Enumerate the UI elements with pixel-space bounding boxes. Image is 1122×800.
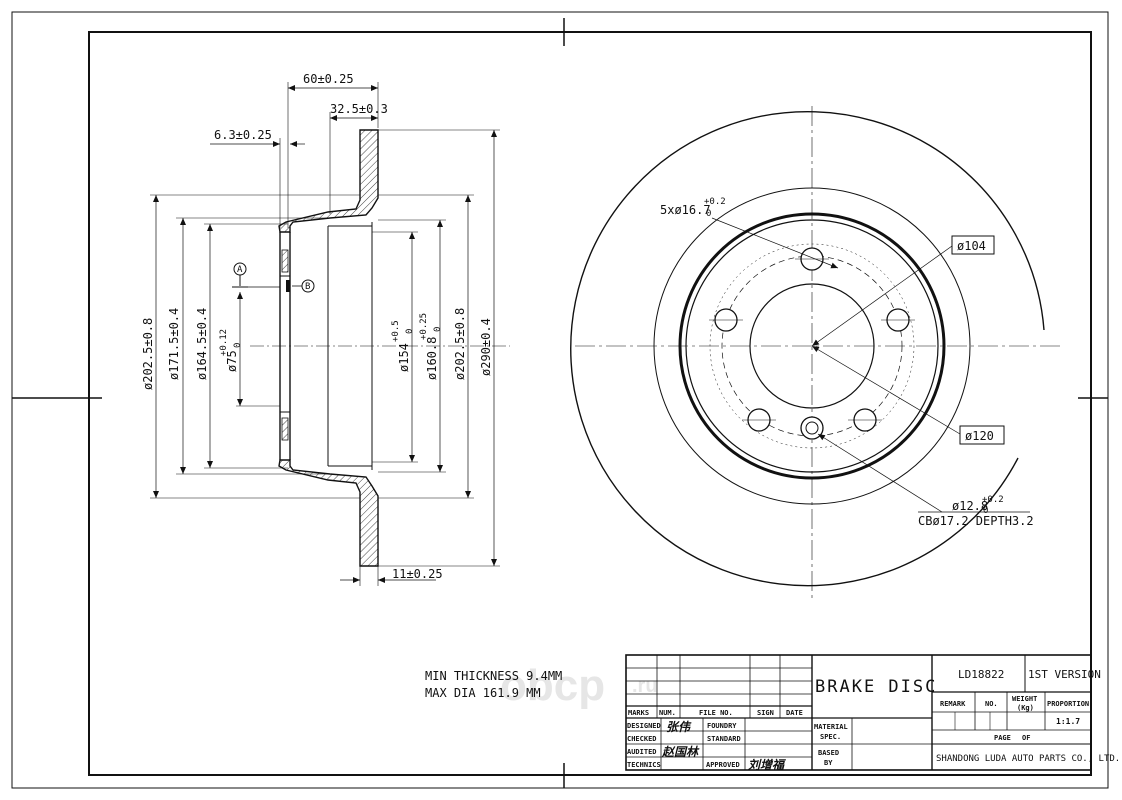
dia-75-tol: +0.12 [219, 329, 229, 356]
tb-file-no: FILE NO. [699, 709, 733, 717]
sig-approved: 刘增福 [748, 758, 786, 772]
watermark: obcp .ru [500, 661, 658, 710]
pilot-hole-tol0: 0 [983, 506, 988, 516]
title-block [625, 654, 1092, 771]
note-min-thickness: MIN THICKNESS 9.4MM [425, 669, 562, 683]
dia-171: ø171.5±0.4 [167, 308, 181, 380]
tb-company: SHANDONG LUDA AUTO PARTS CO., LTD. [936, 754, 1120, 764]
tb-standard: STANDARD [707, 735, 741, 743]
sig-designed: 张伟 [666, 720, 692, 734]
dim-disc-thickness: 11±0.25 [392, 567, 443, 581]
top-dimensions: 60±0.25 32.5±0.3 6.3±0.25 [210, 72, 388, 228]
marker-a: A [237, 265, 243, 275]
dim-hat-depth: 32.5±0.3 [330, 102, 388, 116]
tb-remark: REMARK [940, 700, 966, 708]
dia-154-tol: +0.5 [391, 320, 401, 342]
side-view: A B 60±0.25 32.5±0.3 6.3±0.25 [141, 72, 510, 586]
sig-audited: 赵国林 [661, 745, 700, 759]
tb-based: BASED [818, 749, 839, 757]
tb-technics: TECHNICS [627, 761, 661, 769]
tb-approved: APPROVED [706, 761, 740, 769]
watermark-text: obcp [500, 661, 605, 710]
tb-spec: SPEC. [820, 733, 841, 741]
dia-120-label: ø120 [965, 429, 994, 443]
left-diameters: ø202.5±0.8 ø171.5±0.4 ø164.5±0.4 ø75 +0.… [141, 194, 360, 499]
sheet-frame [11, 11, 1109, 789]
dia-160-tol0: 0 [433, 327, 443, 332]
tb-sign: SIGN [757, 709, 774, 717]
dia-154-tol0: 0 [405, 329, 415, 334]
tb-of: OF [1022, 734, 1030, 742]
hat-wall-inner [685, 219, 939, 473]
outer-rim [570, 110, 1045, 587]
tb-page: PAGE [994, 734, 1011, 742]
tb-checked: CHECKED [627, 735, 657, 743]
bottom-dimension: 11±0.25 [340, 566, 443, 586]
tb-date: DATE [786, 709, 803, 717]
tb-designed: DESIGNED [627, 722, 661, 730]
marker-b: B [305, 282, 310, 292]
dia-75: ø75 [225, 350, 239, 372]
tb-audited: AUDITED [627, 748, 657, 756]
dia-290: ø290±0.4 [479, 318, 493, 376]
dia-164: ø164.5±0.4 [195, 308, 209, 380]
tb-proportion: PROPORTION [1047, 700, 1089, 708]
notes: MIN THICKNESS 9.4MM MAX DIA 161.9 MM [425, 669, 562, 700]
right-diameters: ø154 +0.5 0 ø160.8 +0.25 0 ø202.5±0.8 ø2… [372, 129, 500, 567]
friction-inner-edge [653, 187, 971, 505]
tb-title: BRAKE DISC [815, 677, 937, 697]
tb-weight: WEIGHT [1012, 695, 1037, 703]
section-lower [278, 459, 379, 567]
pilot-hole-tol: +0.2 [982, 495, 1004, 505]
tb-part-no: LD18822 [958, 668, 1004, 681]
dia-202-left: ø202.5±0.8 [141, 318, 155, 390]
tb-foundry: FOUNDRY [707, 722, 737, 730]
title-block-text: MARKS NUM. FILE NO. SIGN DATE DESIGNED C… [627, 668, 1120, 772]
tb-marks: MARKS [628, 709, 649, 717]
bolt-holes [709, 247, 915, 440]
bolt-holes-tol: +0.2 [704, 197, 726, 207]
center-bore [749, 283, 875, 409]
dia-160: ø160.8 [425, 337, 439, 380]
dia-104-label: ø104 [957, 239, 986, 253]
tb-no: NO. [985, 700, 998, 708]
front-view: 5xø16.7 +0.2 0 ø104 ø120 ø12.8 +0.2 0 CB… [570, 106, 1060, 600]
dim-total-width: 60±0.25 [303, 72, 354, 86]
tb-proportion-value: 1:1.7 [1056, 717, 1080, 726]
hub-circle [709, 243, 915, 449]
section-upper [278, 129, 379, 233]
tb-weight-unit: (Kg) [1017, 704, 1034, 712]
bolt-holes-tol0: 0 [706, 209, 711, 219]
dim-flange: 6.3±0.25 [214, 128, 272, 142]
dia-154: ø154 [397, 343, 411, 372]
tb-num: NUM. [659, 709, 676, 717]
counterbore-label: CBø17.2 DEPTH3.2 [918, 514, 1034, 528]
dia-202-right: ø202.5±0.8 [453, 308, 467, 380]
tb-material: MATERIAL [814, 723, 848, 731]
bolt-holes-label: 5xø16.7 [660, 203, 711, 217]
pilot-hole-label: ø12.8 [952, 499, 988, 513]
dia-75-tol0: 0 [233, 343, 243, 348]
dia-160-tol: +0.25 [419, 313, 429, 340]
hat-wall-outer [678, 212, 946, 480]
front-callouts: 5xø16.7 +0.2 0 ø104 ø120 ø12.8 +0.2 0 CB… [660, 197, 1034, 528]
tb-version: 1ST VERSION [1028, 668, 1101, 681]
note-max-dia: MAX DIA 161.9 MM [425, 686, 541, 700]
watermark-suffix: .ru [632, 675, 658, 697]
tb-by: BY [824, 759, 833, 767]
